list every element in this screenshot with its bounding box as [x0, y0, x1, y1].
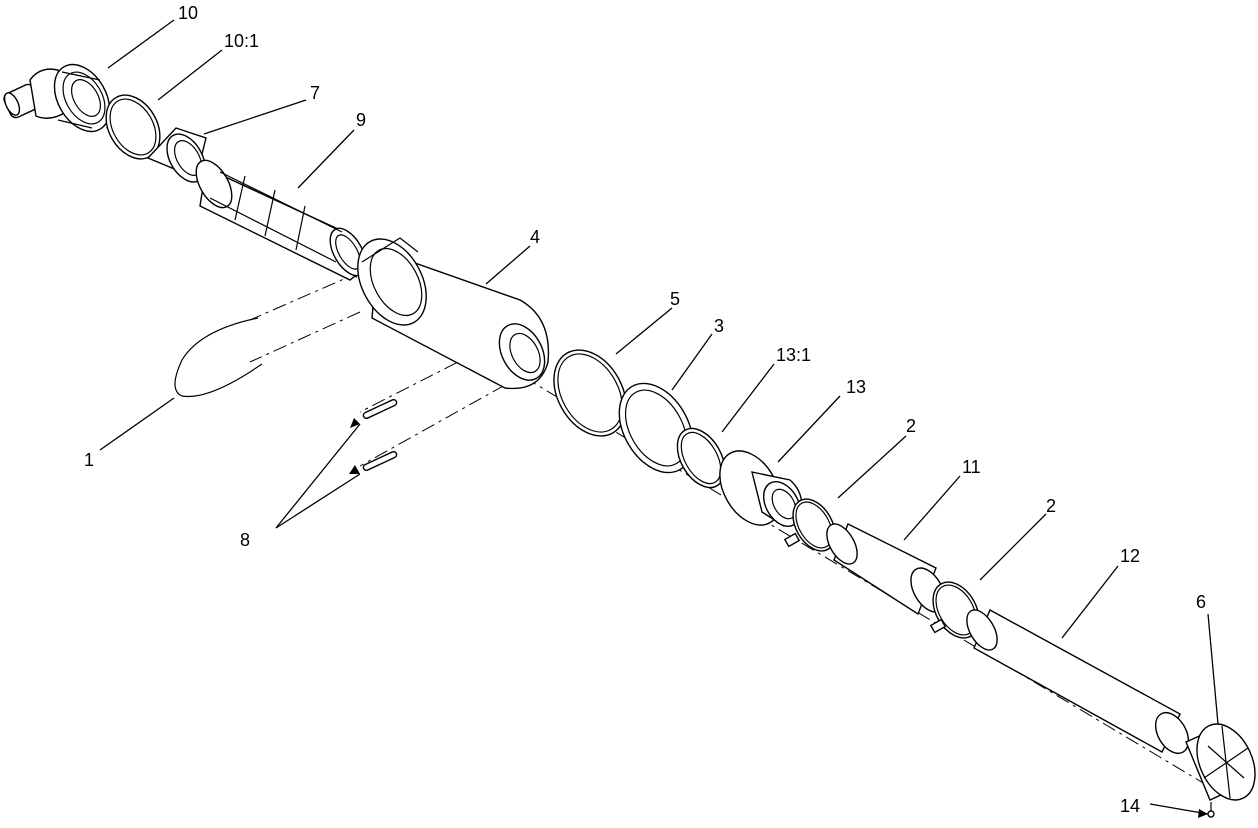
callout-11: 11	[962, 457, 981, 477]
callout-8: 8	[240, 530, 250, 550]
callout-6: 6	[1196, 592, 1206, 612]
arrowhead-8b	[349, 465, 360, 474]
part-2-hose-clamp-1	[783, 498, 836, 552]
part-1-wire-clip	[174, 317, 263, 398]
callout-3: 3	[714, 316, 724, 336]
callout-13-1: 13:1	[776, 345, 811, 365]
part-13-1-o-ring	[676, 427, 726, 489]
clip-axis-line-2	[249, 311, 361, 363]
clip-axis-line-1	[249, 271, 361, 321]
part-6-end-cap	[1185, 723, 1256, 801]
part-10-1-o-ring	[105, 94, 161, 160]
callout-7: 7	[310, 83, 320, 103]
callout-2b: 2	[1046, 496, 1056, 516]
part-11-hose	[826, 523, 946, 616]
callout-labels: 10 10:1 7 9 4 1 8 5 3 13:1 13 2 11 2 12 …	[84, 3, 1206, 816]
callout-4: 4	[530, 227, 540, 247]
arrowhead-14	[1198, 809, 1208, 818]
leader-lines	[99, 19, 1219, 818]
part-9-screen-filter	[195, 159, 372, 281]
part-8-pins	[362, 398, 398, 472]
part-7-adapter	[146, 127, 207, 183]
part-4-main-housing	[357, 237, 550, 390]
part-13-fitting	[719, 450, 803, 527]
callout-9: 9	[356, 110, 366, 130]
callout-2a: 2	[906, 416, 916, 436]
pin-axis-line-2	[359, 384, 506, 467]
part-14-screw	[1207, 802, 1215, 818]
callout-5: 5	[670, 289, 680, 309]
callout-1: 1	[84, 450, 94, 470]
part-3-gasket	[618, 382, 694, 474]
callout-10: 10	[178, 3, 198, 23]
callout-14: 14	[1120, 796, 1140, 816]
part-12-long-hose	[966, 609, 1190, 754]
arrowhead-8a	[350, 418, 360, 428]
part-5-ring	[553, 349, 627, 437]
callout-12: 12	[1120, 546, 1140, 566]
callout-10-1: 10:1	[224, 31, 259, 51]
part-10-elbow-fitting	[3, 63, 111, 133]
callout-13: 13	[846, 377, 866, 397]
